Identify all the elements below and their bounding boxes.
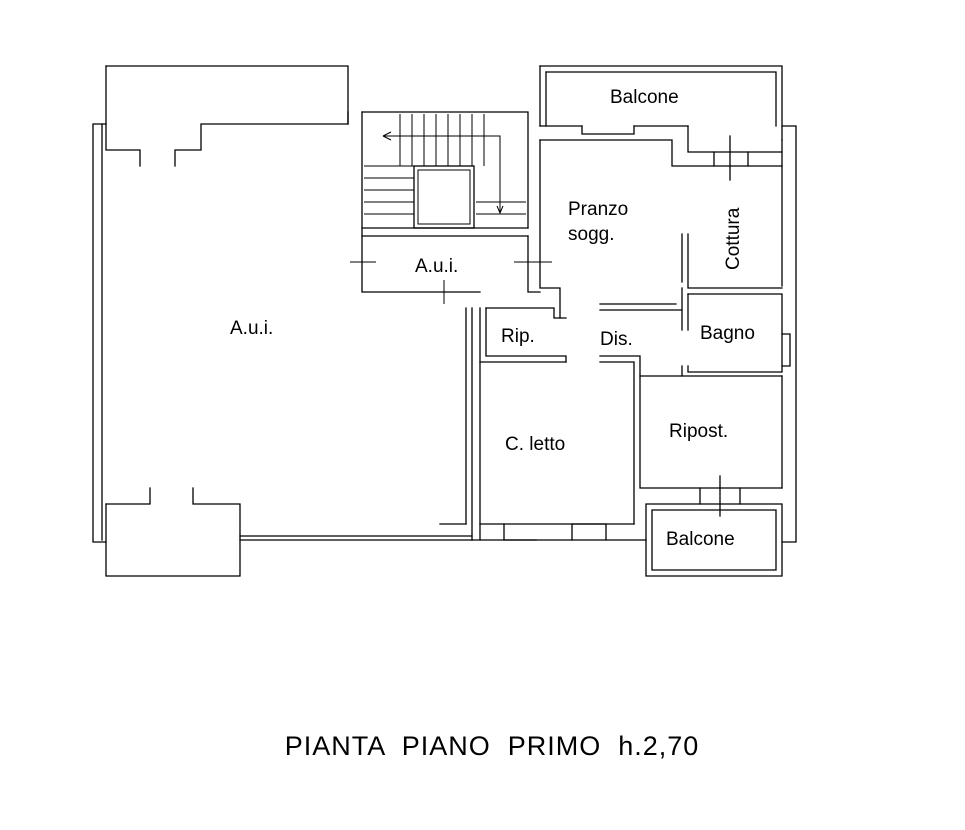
label-pranzo: Pranzo bbox=[568, 199, 628, 220]
stairwell bbox=[350, 111, 552, 304]
apartment-walls bbox=[439, 65, 797, 577]
label-ripost: Ripost. bbox=[669, 421, 728, 442]
label-cottura: Cottura bbox=[723, 207, 744, 270]
label-balcone-top: Balcone bbox=[610, 87, 679, 108]
label-bagno: Bagno bbox=[700, 323, 755, 344]
plan-title: PIANTA PIANO PRIMO h.2,70 bbox=[285, 731, 700, 761]
label-c-letto: C. letto bbox=[505, 434, 565, 455]
label-balcone-bottom: Balcone bbox=[666, 529, 735, 550]
label-sogg: sogg. bbox=[568, 224, 614, 245]
label-aui-stair: A.u.i. bbox=[415, 256, 458, 277]
label-aui-main: A.u.i. bbox=[230, 318, 273, 339]
label-dis: Dis. bbox=[600, 329, 633, 350]
label-rip: Rip. bbox=[501, 326, 535, 347]
left-unit-walls bbox=[92, 65, 473, 577]
room-labels: A.u.i. A.u.i. Balcone Pranzo sogg. Cottu… bbox=[230, 87, 755, 550]
